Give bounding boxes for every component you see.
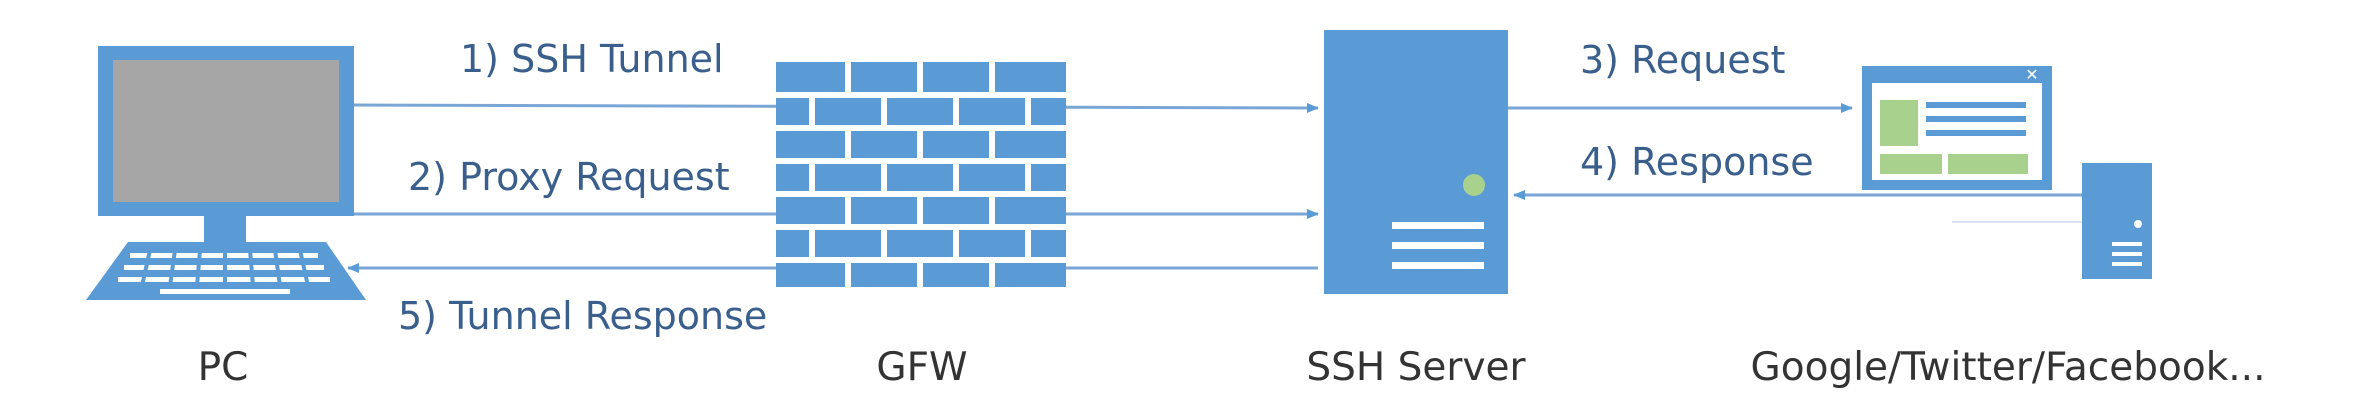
- web-page-window-icon: ✕: [1862, 65, 2052, 190]
- label-response: 4) Response: [1580, 140, 1814, 184]
- close-icon: ✕: [2025, 65, 2038, 84]
- caption-web: Google/Twitter/Facebook...: [1751, 345, 2266, 390]
- label-tunnel-response: 5) Tunnel Response: [398, 294, 767, 338]
- caption-gfw: GFW: [876, 345, 967, 390]
- pc-icon: [86, 46, 366, 300]
- label-request: 3) Request: [1580, 38, 1785, 82]
- server-tower-icon: [1324, 30, 1508, 294]
- firewall-brick-wall-icon: [776, 62, 1066, 287]
- caption-ssh-server: SSH Server: [1306, 345, 1526, 390]
- label-proxy-request: 2) Proxy Request: [408, 155, 730, 199]
- web-server-icon: [2082, 163, 2152, 279]
- label-ssh-tunnel: 1) SSH Tunnel: [460, 37, 724, 81]
- caption-pc: PC: [198, 345, 249, 390]
